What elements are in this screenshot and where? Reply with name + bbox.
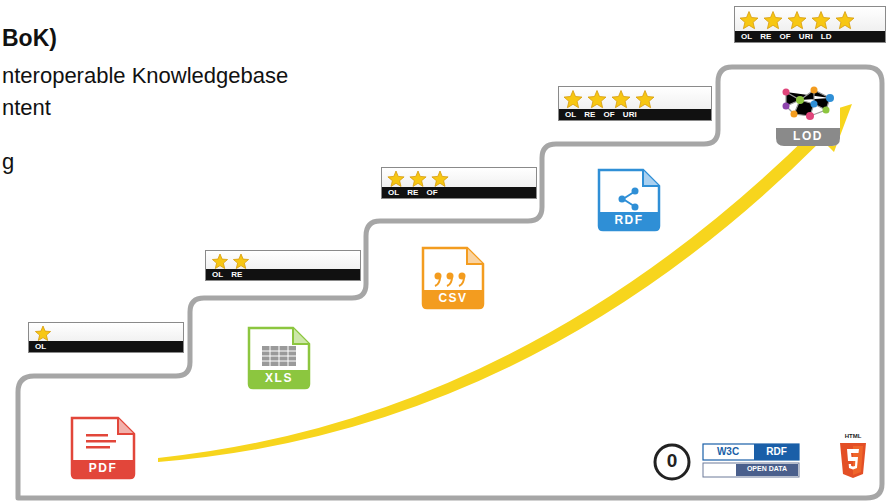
badge-text: OL RE OF — [382, 187, 536, 198]
star — [764, 12, 782, 29]
lod-icon — [776, 84, 840, 146]
rdf-icon — [599, 170, 659, 230]
badge-bar: OL RE OF URI LD — [735, 31, 885, 42]
license-logos — [655, 443, 866, 479]
xls-icon — [249, 328, 309, 388]
star — [212, 254, 227, 269]
staircase-outline — [18, 67, 882, 498]
rating-badge: OL RE OF — [381, 167, 537, 199]
slide-text-fragment: nteroperable Knowledgebase — [2, 64, 288, 88]
star — [788, 12, 806, 29]
badge-text: OL RE — [206, 269, 360, 280]
rating-badge: OL — [28, 322, 184, 353]
badge-text: OL RE OF URI LD — [735, 31, 885, 42]
logo-text: HTML — [845, 433, 862, 440]
csv-icon — [423, 248, 483, 308]
star — [812, 12, 830, 29]
star — [740, 12, 758, 29]
icon-label: XLS — [265, 372, 293, 385]
cc0-symbol: 0 — [667, 451, 678, 472]
star — [233, 254, 248, 269]
star — [636, 91, 654, 108]
icon-label: CSV — [438, 292, 467, 305]
progress-arrow — [158, 104, 852, 462]
slide-heading-fragment: BoK) — [2, 26, 57, 51]
badge-bar: OL RE OF — [382, 187, 536, 198]
slide-text-fragment: g — [2, 150, 14, 174]
star — [432, 171, 448, 186]
logo-text: W3C — [717, 446, 739, 457]
badge-text: OL — [29, 341, 183, 352]
slide-text-fragment: ntent — [2, 96, 51, 120]
star — [564, 91, 582, 108]
badge-bar: OL RE OF URI — [559, 109, 711, 120]
logo-text: OPEN DATA — [747, 465, 787, 473]
star — [588, 91, 606, 108]
logo-text: RDF — [766, 446, 787, 457]
star — [612, 91, 630, 108]
rating-badge: OL RE OF URI — [558, 86, 712, 121]
icon-label: PDF — [89, 462, 118, 475]
icon-label: LOD — [793, 130, 823, 143]
star — [836, 12, 854, 29]
rating-badge: OL RE OF URI LD — [734, 6, 886, 43]
star — [388, 171, 404, 186]
icon-label: RDF — [614, 214, 643, 227]
badge-text: OL RE OF URI — [559, 109, 711, 120]
rating-badge: OL RE — [205, 250, 361, 281]
star — [410, 171, 426, 186]
pdf-icon — [72, 418, 134, 478]
star — [35, 326, 50, 341]
badge-bar: OL RE — [206, 269, 360, 280]
badge-bar: OL — [29, 341, 183, 352]
